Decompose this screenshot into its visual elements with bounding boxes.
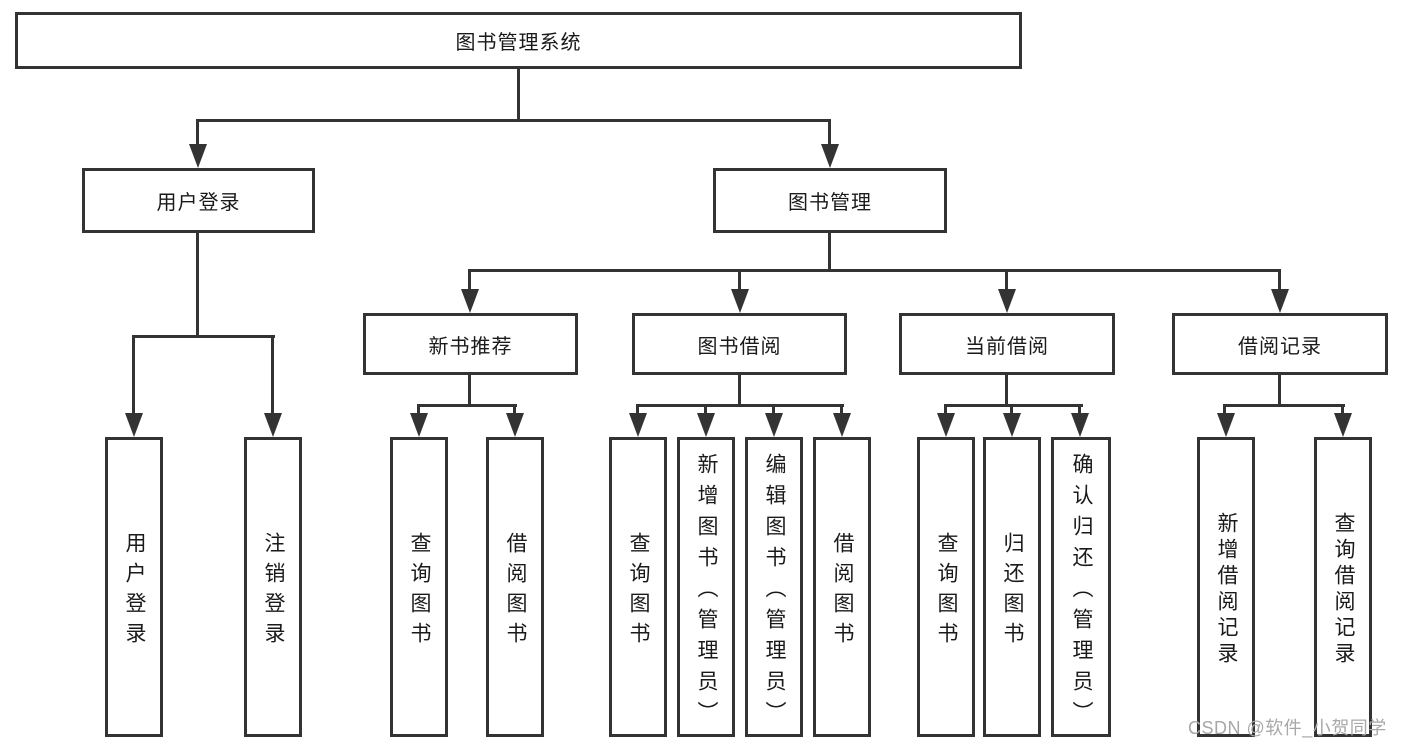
leaf-borrow-borrow-books: 借阅图书: [813, 437, 871, 737]
leaf-records-query-record: 查询借阅记录: [1314, 437, 1372, 737]
leaf-recommend-borrow-books: 借阅图书: [486, 437, 544, 737]
arrowhead-down-icon: [461, 289, 479, 313]
arrowhead-down-icon: [998, 289, 1016, 313]
node-library-system: 图书管理系统: [15, 12, 1022, 69]
leaf-user-login: 用户登录: [105, 437, 163, 737]
arrowhead-down-icon: [189, 144, 207, 168]
connector-line: [1341, 404, 1344, 416]
connector-line: [468, 269, 1281, 272]
connector-line: [196, 119, 199, 149]
connector-line: [1005, 374, 1008, 407]
arrowhead-down-icon: [1003, 413, 1021, 437]
connector-line: [132, 335, 275, 338]
node-new-book-recommend-label: 新书推荐: [428, 335, 513, 358]
connector-line: [517, 68, 520, 121]
node-current-borrowing: 当前借阅: [899, 313, 1115, 375]
arrowhead-down-icon: [1071, 413, 1089, 437]
leaf-current-confirm-return-admin: 确认归还（管理员）: [1051, 437, 1111, 737]
connector-line: [1223, 404, 1345, 407]
connector-line: [468, 374, 471, 407]
arrowhead-down-icon: [410, 413, 428, 437]
node-book-management-label: 图书管理: [788, 192, 872, 214]
node-book-borrowing-label: 图书借阅: [697, 335, 782, 358]
arrowhead-down-icon: [264, 413, 282, 437]
arrowhead-down-icon: [506, 413, 524, 437]
node-user-login: 用户登录: [82, 168, 315, 233]
node-user-login-label: 用户登录: [156, 192, 241, 214]
leaf-records-add-record: 新增借阅记录: [1197, 437, 1255, 737]
connector-line: [704, 404, 707, 416]
arrowhead-down-icon: [731, 289, 749, 313]
connector-line: [196, 119, 831, 122]
connector-line: [738, 269, 741, 293]
leaf-current-query-books: 查询图书: [917, 437, 975, 737]
node-library-system-label: 图书管理系统: [455, 32, 582, 54]
connector-line: [828, 119, 831, 149]
arrowhead-down-icon: [697, 413, 715, 437]
watermark: CSDN @软件_小贺同学: [1188, 718, 1387, 738]
arrowhead-down-icon: [765, 413, 783, 437]
leaf-borrow-edit-books-admin: 编辑图书（管理员）: [745, 437, 803, 737]
node-book-management: 图书管理: [713, 168, 947, 233]
leaf-borrow-add-books-admin: 新增图书（管理员）: [677, 437, 735, 737]
arrowhead-down-icon: [125, 413, 143, 437]
arrowhead-down-icon: [937, 413, 955, 437]
node-book-borrowing: 图书借阅: [632, 313, 847, 375]
connector-line: [417, 404, 517, 407]
connector-line: [840, 404, 843, 416]
node-new-book-recommend: 新书推荐: [363, 313, 578, 375]
connector-line: [738, 374, 741, 407]
arrowhead-down-icon: [1217, 413, 1235, 437]
leaf-current-return-books: 归还图书: [983, 437, 1041, 737]
connector-line: [1010, 404, 1013, 416]
connector-line: [828, 232, 831, 272]
connector-line: [944, 404, 947, 416]
node-borrowing-records: 借阅记录: [1172, 313, 1388, 375]
connector-line: [1278, 269, 1281, 293]
connector-line: [636, 404, 639, 416]
leaf-logout: 注销登录: [244, 437, 302, 737]
connector-line: [1278, 374, 1281, 407]
leaf-borrow-query-books: 查询图书: [609, 437, 667, 737]
connector-line: [772, 404, 775, 416]
connector-line: [1005, 269, 1008, 293]
arrowhead-down-icon: [629, 413, 647, 437]
node-current-borrowing-label: 当前借阅: [965, 335, 1049, 358]
connector-line: [132, 335, 135, 415]
arrowhead-down-icon: [1271, 289, 1289, 313]
arrowhead-down-icon: [1334, 413, 1352, 437]
leaf-recommend-query-books: 查询图书: [390, 437, 448, 737]
connector-line: [196, 232, 199, 337]
connector-line: [944, 404, 1083, 407]
connector-line: [1223, 404, 1226, 416]
connector-line: [636, 404, 844, 407]
arrowhead-down-icon: [821, 144, 839, 168]
arrowhead-down-icon: [833, 413, 851, 437]
connector-line: [1078, 404, 1081, 416]
connector-line: [271, 335, 274, 415]
connector-line: [417, 404, 420, 416]
connector-line: [468, 269, 471, 293]
node-borrowing-records-label: 借阅记录: [1238, 335, 1322, 358]
connector-line: [513, 404, 516, 416]
